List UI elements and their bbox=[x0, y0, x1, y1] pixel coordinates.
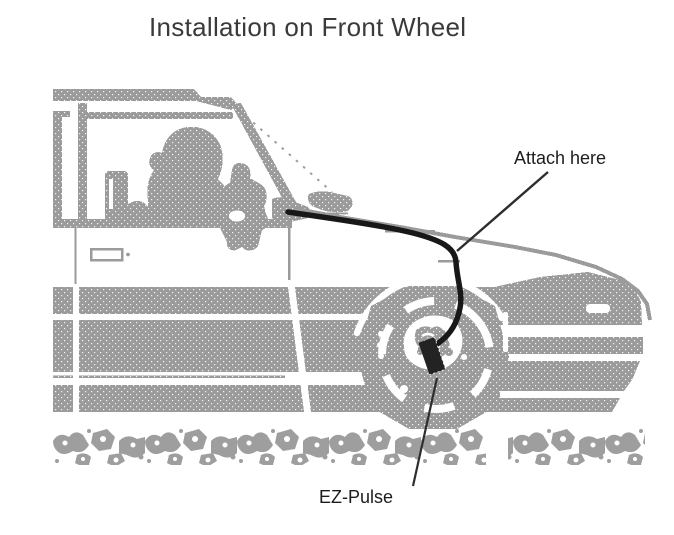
windshield-dotted-line bbox=[238, 109, 333, 193]
ez-pulse-device bbox=[418, 336, 447, 376]
car-body bbox=[53, 89, 652, 412]
figure-title: Installation on Front Wheel bbox=[149, 12, 467, 42]
door-details bbox=[73, 247, 311, 412]
ez-pulse-leader-line bbox=[411, 377, 439, 487]
wheel-arch bbox=[353, 275, 506, 337]
interior-detail bbox=[219, 162, 269, 251]
roof bbox=[53, 89, 238, 110]
headlight bbox=[586, 304, 610, 313]
attach-here-leader-line bbox=[456, 171, 549, 252]
a-pillar bbox=[231, 103, 301, 216]
driver-silhouette bbox=[105, 126, 269, 251]
door-handle bbox=[89, 247, 124, 262]
side-mirror bbox=[308, 191, 353, 213]
ground-texture bbox=[53, 425, 645, 467]
b-pillar bbox=[78, 103, 87, 227]
ez-pulse-label: EZ-Pulse bbox=[319, 487, 394, 507]
hood-surface bbox=[485, 272, 642, 325]
sensor-cable bbox=[285, 209, 464, 348]
attach-here-label: Attach here bbox=[514, 148, 607, 168]
